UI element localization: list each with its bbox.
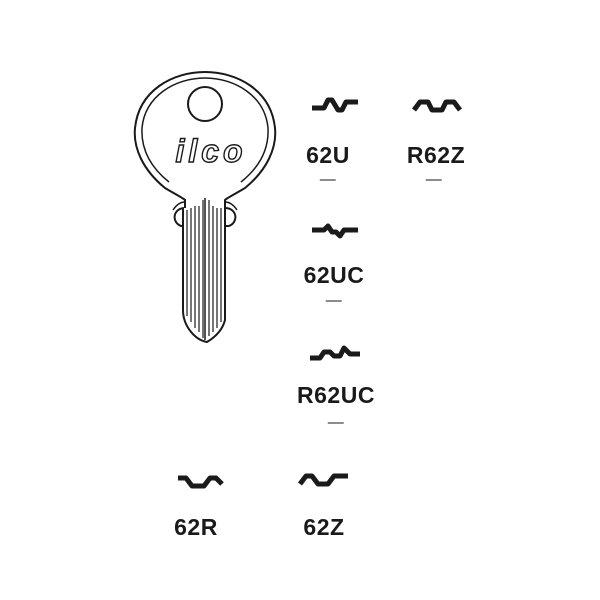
dash-62u: — [319,171,337,188]
key-blank-icon: ilco [133,70,277,344]
profile-r62z-icon [412,96,464,116]
code-label-62u: 62U [306,142,350,168]
profile-62uc-icon [310,222,360,242]
code-label-r62uc: R62UC [297,382,375,408]
profile-r62uc-icon [308,344,362,364]
brand-logo: ilco [175,133,246,169]
profile-62r-icon [176,472,226,492]
dash-r62z: — [425,171,443,188]
profile-62u-icon [310,96,360,116]
code-label-62r: 62R [174,514,218,540]
profile-62z-icon [298,470,350,490]
code-label-62z: 62Z [303,514,345,540]
dash-62uc: — [325,292,343,309]
code-label-r62z: R62Z [406,142,466,168]
dash-r62uc: — [327,414,345,431]
code-label-62uc: 62UC [303,262,365,288]
key-blank-drawing: ilco [125,70,285,350]
